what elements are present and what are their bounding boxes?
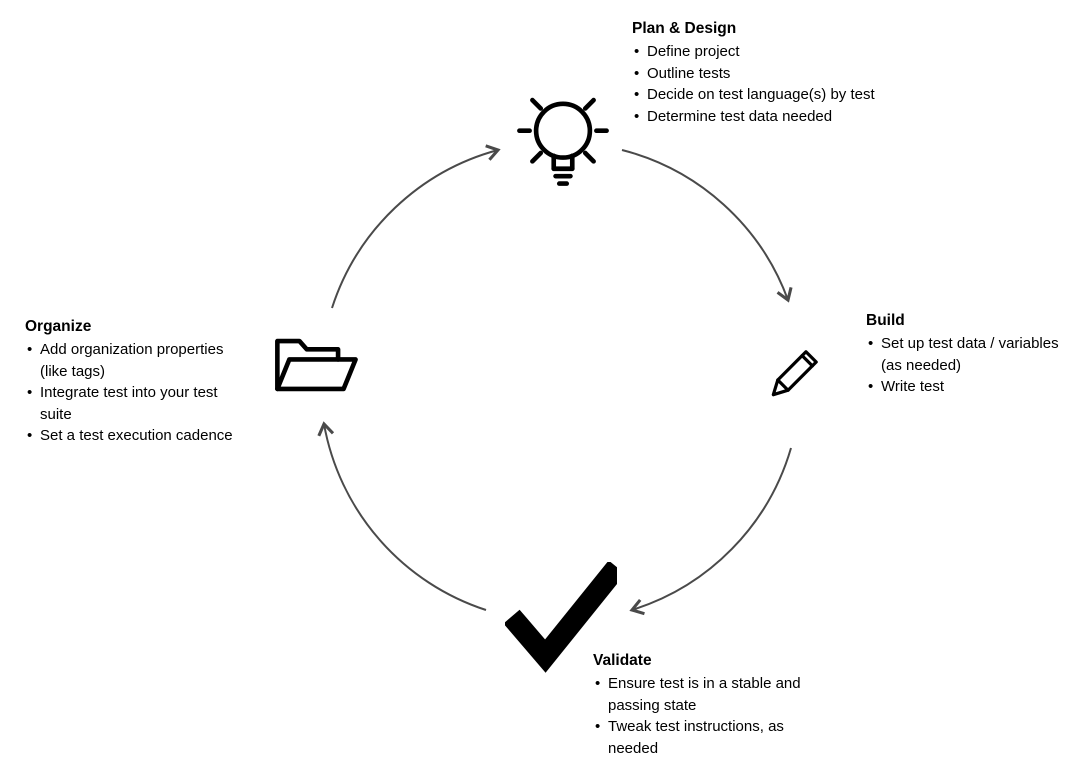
stage-bullets-validate: Ensure test is in a stable and passing s… [593,673,821,759]
checkmark-icon [505,562,617,674]
arrow-plan-to-build [621,149,793,303]
bullet-item: Integrate test into your test suite [25,382,249,425]
stage-title-build: Build [866,312,905,329]
bullet-item: Write test [866,376,1082,398]
arrow-validate-to-organize [317,421,487,611]
stage-title-plan-design: Plan & Design [632,20,737,37]
stage-bullets-build: Set up test data / variables (as needed)… [866,333,1082,398]
lightbulb-icon [512,84,614,196]
stage-organize: Organize Add organization properties (li… [25,316,249,447]
stage-bullets-organize: Add organization properties (like tags) … [25,339,249,447]
stage-validate: Validate Ensure test is in a stable and … [593,650,821,759]
folder-icon [270,326,362,404]
arrow-organize-to-plan [331,144,501,309]
arrow-build-to-validate [629,447,792,616]
bullet-item: Set a test execution cadence [25,425,249,447]
stage-bullets-plan-design: Define project Outline tests Decide on t… [632,41,952,127]
bullet-item: Set up test data / variables (as needed) [866,333,1082,376]
stage-plan-design: Plan & Design Define project Outline tes… [632,18,952,127]
bullet-item: Tweak test instructions, as needed [593,716,821,759]
bullet-item: Decide on test language(s) by test [632,84,952,106]
pencil-icon [765,336,829,406]
bullet-item: Ensure test is in a stable and passing s… [593,673,821,716]
bullet-item: Determine test data needed [632,106,952,128]
stage-title-organize: Organize [25,318,92,335]
stage-build: Build Set up test data / variables (as n… [866,310,1082,398]
stage-title-validate: Validate [593,652,652,669]
bullet-item: Add organization properties (like tags) [25,339,249,382]
bullet-item: Outline tests [632,63,952,85]
bullet-item: Define project [632,41,952,63]
